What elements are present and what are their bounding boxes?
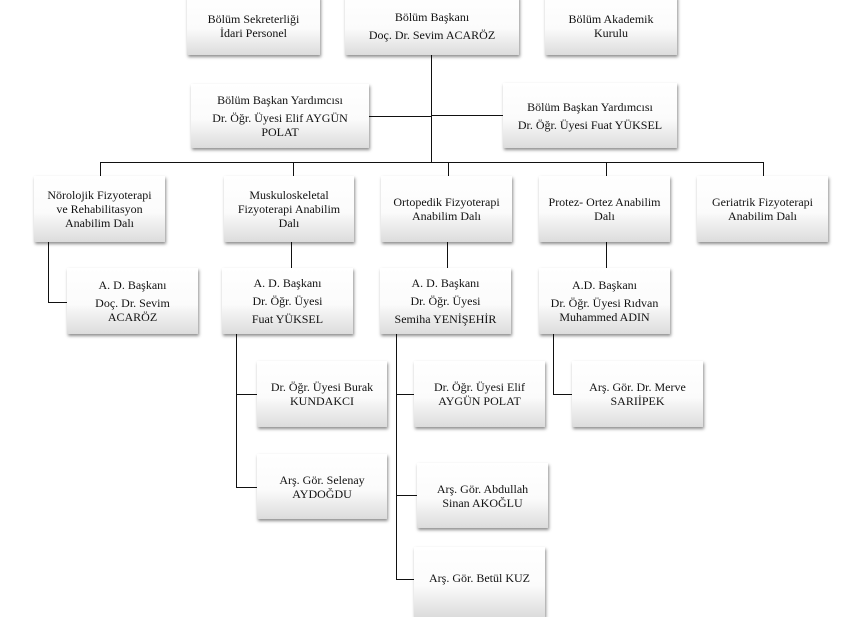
- department-line: Dalı: [594, 209, 615, 223]
- connector: [369, 116, 431, 118]
- connector: [396, 495, 417, 497]
- division-head-name: Dr. Öğr. Üyesi: [410, 294, 481, 308]
- staff-name: AYDOĞDU: [292, 487, 352, 501]
- department-box: Muskuloskeletal Fizyoterapi Anabilim Dal…: [224, 176, 354, 242]
- staff-name: Dr. Öğr. Üyesi Burak: [270, 380, 374, 394]
- department-box: Ortopedik Fizyoterapi Anabilim Dalı: [381, 176, 512, 242]
- secretary-line2: İdari Personel: [220, 25, 287, 40]
- division-head-name: Doç. Dr. Sevim: [95, 296, 170, 310]
- division-head-title: A. D. Başkanı: [98, 278, 167, 292]
- connector: [431, 115, 503, 117]
- department-line: Anabilim Dalı: [65, 216, 134, 230]
- department-line: ve Rehabilitasyon: [56, 202, 143, 216]
- division-head-box: A. D. Başkanı Doç. Dr. Sevim ACARÖZ: [67, 268, 198, 334]
- staff-name: KUNDAKCI: [290, 394, 354, 408]
- board-line1: Bölüm Akademik: [568, 11, 654, 26]
- board-line2: Kurulu: [594, 25, 628, 40]
- head-name: Doç. Dr. Sevim ACARÖZ: [368, 27, 496, 42]
- department-line: Protez- Ortez Anabilim: [548, 195, 661, 209]
- connector: [100, 162, 764, 164]
- connector: [48, 242, 50, 302]
- connector: [763, 162, 765, 176]
- connector: [236, 334, 238, 487]
- secretary-line1: Bölüm Sekreterliği: [207, 11, 300, 26]
- division-head-title: A.D. Başkanı: [572, 278, 637, 292]
- staff-name: Dr. Öğr. Üyesi Elif: [434, 380, 525, 394]
- staff-box: Arş. Gör. Betül KUZ: [414, 547, 545, 617]
- deputy-title: Bölüm Başkan Yardımcısı: [217, 93, 343, 107]
- staff-name: Arş. Gör. Abdullah: [436, 482, 529, 496]
- connector: [48, 302, 67, 304]
- staff-box: Arş. Gör. Selenay AYDOĞDU: [257, 454, 387, 519]
- department-line: Geriatrik Fizyoterapi: [712, 195, 813, 209]
- department-box: Protez- Ortez Anabilim Dalı: [539, 176, 670, 242]
- staff-name: Arş. Gör. Selenay: [279, 473, 365, 487]
- deputy-title: Bölüm Başkan Yardımcısı: [527, 99, 653, 114]
- division-head-title: A. D. Başkanı: [411, 276, 480, 290]
- staff-name: SARIİPEK: [610, 394, 665, 408]
- connector: [606, 242, 608, 268]
- deputy-name: Dr. Öğr. Üyesi Elif AYGÜN: [212, 111, 348, 125]
- staff-box: Dr. Öğr. Üyesi Burak KUNDAKCI: [257, 361, 387, 427]
- academic-board-box: Bölüm Akademik Kurulu: [545, 0, 677, 55]
- division-head-title: A. D. Başkanı: [253, 276, 322, 290]
- department-line: Nörolojik Fizyoterapi: [47, 188, 152, 202]
- staff-name: Arş. Gör. Dr. Merve: [589, 380, 686, 394]
- connector: [553, 394, 572, 396]
- department-line: Ortopedik Fizyoterapi: [393, 195, 500, 209]
- deputy-name: Dr. Öğr. Üyesi Fuat YÜKSEL: [517, 117, 663, 132]
- division-head-name: Muhammed ADIN: [559, 310, 650, 324]
- connector: [291, 242, 293, 268]
- department-line: Anabilim Dalı: [728, 209, 797, 223]
- department-line: Anabilim Dalı: [412, 209, 481, 223]
- staff-name: Sinan AKOĞLU: [442, 496, 523, 510]
- division-head-name: Dr. Öğr. Üyesi: [252, 294, 323, 308]
- connector: [396, 394, 414, 396]
- division-head-name: Semiha YENİŞEHİR: [394, 312, 497, 326]
- division-head-name: Dr. Öğr. Üyesi Rıdvan: [550, 296, 659, 310]
- department-box: Nörolojik Fizyoterapi ve Rehabilitasyon …: [34, 176, 165, 242]
- connector: [100, 162, 102, 176]
- connector: [553, 334, 555, 394]
- division-head-name: Fuat YÜKSEL: [251, 312, 324, 326]
- connector: [396, 579, 414, 581]
- staff-name: Arş. Gör. Betül KUZ: [429, 571, 530, 585]
- connector: [431, 55, 433, 163]
- connector: [293, 162, 295, 176]
- division-head-box: A. D. Başkanı Dr. Öğr. Üyesi Fuat YÜKSEL: [222, 268, 353, 334]
- secretary-box: Bölüm Sekreterliği İdari Personel: [187, 0, 320, 55]
- deputy-head-box: Bölüm Başkan Yardımcısı Dr. Öğr. Üyesi F…: [503, 83, 677, 148]
- staff-box: Dr. Öğr. Üyesi Elif AYGÜN POLAT: [414, 361, 545, 427]
- connector: [236, 394, 257, 396]
- department-box: Geriatrik Fizyoterapi Anabilim Dalı: [697, 176, 828, 242]
- division-head-box: A. D. Başkanı Dr. Öğr. Üyesi Semiha YENİ…: [380, 268, 511, 334]
- connector: [606, 162, 608, 176]
- department-line: Dalı: [278, 216, 300, 230]
- division-head-box: A.D. Başkanı Dr. Öğr. Üyesi Rıdvan Muham…: [539, 268, 670, 334]
- connector: [396, 334, 398, 579]
- connector: [236, 487, 257, 489]
- staff-name: AYGÜN POLAT: [438, 394, 521, 408]
- department-line: Fizyoterapi Anabilim: [237, 202, 341, 216]
- department-line: Muskuloskeletal: [249, 188, 329, 202]
- deputy-head-box: Bölüm Başkan Yardımcısı Dr. Öğr. Üyesi E…: [191, 84, 369, 148]
- division-head-name: ACARÖZ: [107, 310, 158, 324]
- department-head-box: Bölüm Başkanı Doç. Dr. Sevim ACARÖZ: [345, 0, 519, 55]
- head-title: Bölüm Başkanı: [394, 9, 470, 24]
- connector: [448, 162, 450, 176]
- staff-box: Arş. Gör. Abdullah Sinan AKOĞLU: [417, 463, 548, 528]
- staff-box: Arş. Gör. Dr. Merve SARIİPEK: [572, 361, 703, 427]
- connector: [447, 242, 449, 268]
- deputy-name: POLAT: [261, 125, 299, 139]
